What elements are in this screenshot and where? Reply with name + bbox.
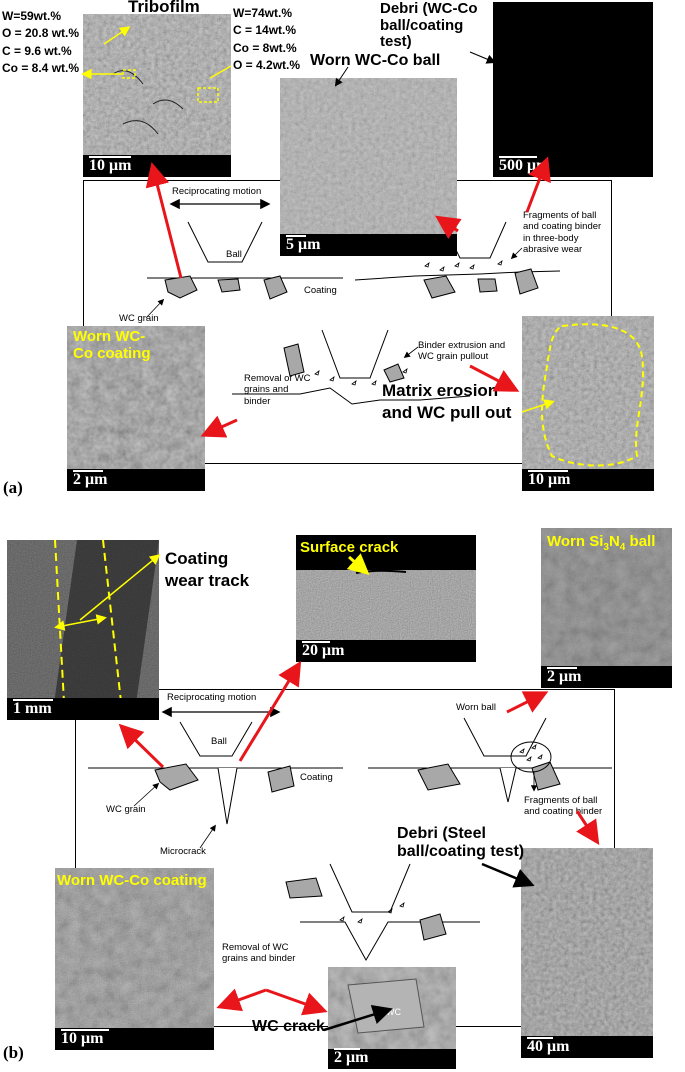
composition-line: O = 20.8 wt.% (2, 26, 80, 41)
wc-crack-sem-image: WC 2 μm (328, 967, 456, 1069)
tribofilm-title: Tribofilm (128, 0, 200, 16)
fragments-label-a: Fragments of ball and coating binder in … (523, 210, 602, 256)
composition-line: W=59wt.% (2, 9, 62, 23)
fragments-label-b: Fragments of ball and coating binder (524, 795, 603, 818)
surface-crack-title: Surface crack (300, 539, 399, 556)
worn-wcco-coating-sem-image-a: 2 μm (67, 326, 205, 491)
worn-wcco-ball-title: Worn WC-Co ball (310, 52, 441, 69)
microcrack-label: Microcrack (160, 846, 206, 857)
ball-label-b: Ball (211, 736, 227, 747)
wc-grain-inner-label: WC (386, 1007, 401, 1017)
worn-coating-a-scale-label: 2 μm (73, 471, 108, 488)
coating-wear-track-title: Coating wear track (165, 549, 250, 591)
debri-wcco-sem-image: 500 μm (493, 2, 653, 177)
si3n4-title-prefix: Worn Si (547, 533, 604, 550)
worn-wcco-coating-title-a: Worn WC-Co coating (73, 328, 151, 362)
coating-label-a: Coating (304, 285, 337, 296)
matrix-erosion-scale-label: 10 μm (528, 471, 571, 488)
debri-steel-scale-label: 40 μm (527, 1038, 570, 1055)
tribofilm-composition-right: W=74wt.% C = 14wt.% Co = 8wt.% O = 4.2wt… (233, 5, 300, 75)
wc-grain-label-a: WC grain (119, 313, 159, 324)
si3n4-title-mid: N (608, 533, 620, 550)
reciprocating-motion-label-a: Reciprocating motion (172, 186, 262, 197)
panel-label-b: (b) (3, 1043, 24, 1062)
coating-wear-track-sem-image: 1 mm (7, 540, 159, 720)
wear-track-scale-label: 1 mm (13, 700, 52, 717)
worn-ball-label-b: Worn ball (456, 702, 496, 713)
removal-label-a: Removal of WC grains and binder (244, 373, 311, 407)
surface-crack-scale-label: 20 μm (302, 642, 345, 659)
debri-wcco-title: Debri (WC-Co ball/coating test) (380, 0, 478, 50)
composition-line: Co = 8wt.% (233, 40, 297, 55)
tribofilm-composition-left: W=59wt.% O = 20.8 wt.% C = 9.6 wt.% Co =… (2, 8, 79, 78)
debri-pointer-a (469, 51, 497, 64)
si3n4-sub2: 4 (619, 542, 626, 553)
binder-extrusion-label: Binder extrusion and WC grain pullout (418, 340, 506, 363)
worn-coating-b-scale-label: 10 μm (61, 1030, 104, 1047)
wc-grain-label-b: WC grain (106, 804, 146, 815)
panel-label-a: (a) (3, 478, 23, 497)
tribofilm-scale-label: 10 μm (89, 157, 132, 174)
surface-crack-sem-image: 20 μm (296, 535, 476, 662)
debri-wcco-scale-label: 500 μm (499, 157, 550, 174)
composition-line: O = 4.2wt.% (233, 58, 301, 73)
wc-crack-title: WC crack (252, 1018, 325, 1035)
worn-si3n4-scale-label: 2 μm (547, 668, 582, 685)
worn-wcco-ball-sem-image: 5 μm (280, 78, 457, 256)
ball-label-a: Ball (226, 249, 242, 260)
composition-line: C = 9.6 wt.% (2, 43, 72, 58)
matrix-erosion-title: Matrix erosion and WC pull out (382, 381, 512, 423)
worn-si3n4-ball-sem-image: 2 μm (541, 528, 672, 688)
worn-si3n4-ball-title: Worn Si3N4 ball (547, 533, 656, 553)
si3n4-sub1: 3 (603, 542, 609, 553)
worn-wcco-coating-title-b: Worn WC-Co coating (57, 872, 207, 889)
debri-steel-title: Debri (Steel ball/coating test) (397, 825, 525, 860)
worn-wcco-coating-sem-image-b: 10 μm (55, 868, 214, 1050)
si3n4-title-suffix: ball (625, 533, 656, 550)
composition-line: Co = 8.4 wt.% (2, 61, 80, 76)
tribofilm-sem-image: 10 μm (83, 14, 231, 177)
removal-label-b: Removal of WC grains and binder (222, 942, 296, 965)
matrix-erosion-sem-image: 10 μm (522, 316, 654, 491)
coating-label-b: Coating (300, 772, 333, 783)
worn-ball-scale-label: 5 μm (286, 236, 321, 253)
reciprocating-motion-label-b: Reciprocating motion (167, 692, 257, 703)
composition-line: C = 14wt.% (233, 23, 297, 38)
composition-line: W=74wt.% (233, 6, 293, 20)
debri-steel-sem-image: 40 μm (521, 848, 653, 1058)
wc-crack-scale-label: 2 μm (334, 1049, 369, 1066)
